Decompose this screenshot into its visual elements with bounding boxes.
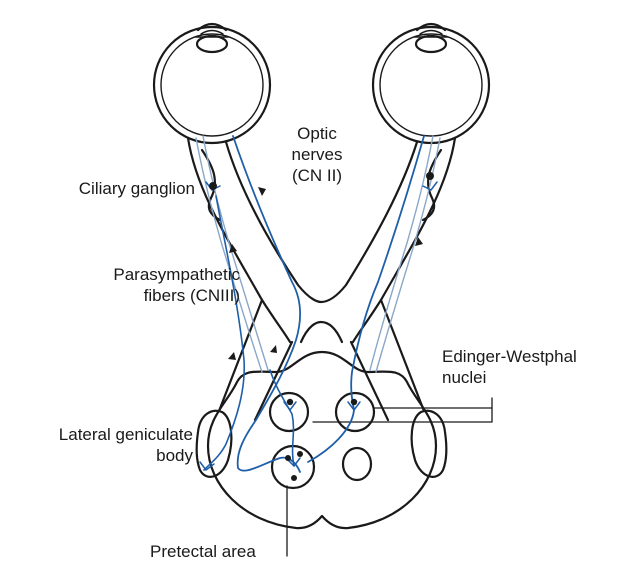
chiasm-lower-edge: [301, 322, 342, 342]
left-nucleus-cell: [287, 399, 293, 405]
left-edinger-westphal-nucleus: [270, 393, 308, 431]
lateral-geniculate-label-line2: body: [4, 445, 193, 466]
pretectal-cell-3: [291, 475, 297, 481]
left-efferent-fiber: [270, 370, 294, 466]
parasympathetic-label-line1: Parasympathetic: [50, 264, 240, 285]
left-tract-return-arrow: [270, 345, 277, 353]
left-eyeball: [154, 24, 270, 143]
cerebral-aqueduct: [343, 448, 371, 480]
edinger-westphal-label-line1: Edinger-Westphal: [442, 346, 618, 367]
left-lens: [197, 36, 227, 52]
left-eye-inner: [161, 34, 263, 136]
neuron-cell-bodies: [209, 172, 434, 481]
edinger-westphal-label-line2: nuclei: [442, 367, 618, 388]
right-eye-inner: [380, 34, 482, 136]
right-nucleus-cell: [351, 399, 357, 405]
lateral-geniculate-label-line1: Lateral geniculate: [4, 424, 193, 445]
optic-nerves-label-line1: Optic: [282, 123, 352, 144]
left-ganglion-cell: [209, 182, 217, 190]
ciliary-ganglion-label: Ciliary ganglion: [20, 178, 195, 199]
right-nerve-outer-edge: [353, 138, 455, 342]
pretectal-area-label: Pretectal area: [150, 541, 290, 562]
midbrain-outline: [208, 352, 436, 528]
parasympathetic-label-line2: fibers (CNIII): [50, 285, 240, 306]
optic-nerves-label: Optic nerves (CN II): [282, 123, 352, 186]
right-edinger-westphal-nucleus: [336, 393, 374, 431]
leader-lines: [287, 398, 492, 556]
right-lateral-geniculate-body: [412, 411, 447, 477]
lateral-geniculate-label: Lateral geniculate body: [4, 424, 193, 466]
left-parasympathetic-light-fiber-1: [196, 138, 262, 372]
optic-nerve-arrow: [258, 187, 266, 196]
left-nerve-outer-edge: [188, 138, 290, 342]
pretectal-cell-1: [285, 455, 291, 461]
left-eye-outer: [154, 27, 270, 143]
right-ganglion-cell: [426, 172, 434, 180]
edinger-westphal-label: Edinger-Westphal nuclei: [442, 346, 618, 388]
right-optic-tract-outer: [381, 300, 424, 411]
right-parasympathetic-light-fiber-2: [370, 136, 433, 370]
right-eyeball: [373, 24, 489, 143]
optic-nerves-label-line3: (CN II): [282, 165, 352, 186]
right-lens: [416, 36, 446, 52]
left-tract-arrow: [228, 352, 236, 360]
parasympathetic-fibers-label: Parasympathetic fibers (CNIII): [50, 264, 240, 306]
right-eye-outer: [373, 27, 489, 143]
left-optic-tract-outer: [219, 300, 262, 411]
optic-nerves-label-line2: nerves: [282, 144, 352, 165]
pretectal-cell-2: [297, 451, 303, 457]
